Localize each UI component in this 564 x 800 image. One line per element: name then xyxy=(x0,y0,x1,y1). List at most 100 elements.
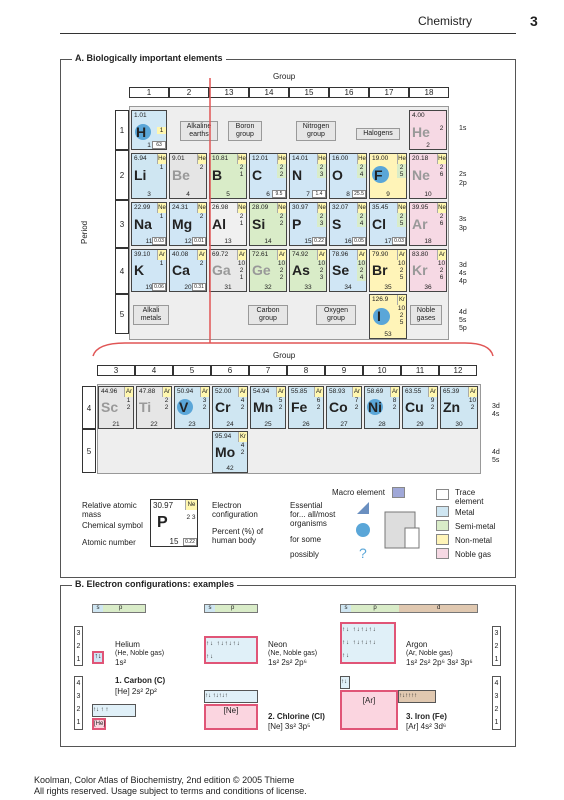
panel-b xyxy=(60,585,516,747)
iron-core: [Ar] xyxy=(340,690,398,730)
legend-metal: Metal xyxy=(455,508,475,517)
panel-b-title: B. Electron configurations: examples xyxy=(72,579,238,589)
iron-name: 3. Iron (Fe) xyxy=(406,712,447,721)
callout-boron-group: Boron group xyxy=(228,121,262,141)
iron-cfg: [Ar] 4s² 3d⁶ xyxy=(406,722,447,731)
period-number: 4 xyxy=(115,248,129,294)
key-element-box: 30.97 Ne P 2 3 15 0.22 xyxy=(150,499,198,547)
expansion-bracket xyxy=(92,78,494,357)
group-header: 15 xyxy=(289,87,329,98)
argon-orbitals: ↑↓ ↑↓↑↓↑↓↑↓ ↑↓↑↓↑↓↑↓ xyxy=(340,622,396,664)
argon-name: Argon xyxy=(406,640,428,649)
group-header: 7 xyxy=(249,365,287,376)
chlorine-name: 2. Chlorine (Cl) xyxy=(268,712,325,721)
legend-metal-swatch xyxy=(436,506,449,517)
group-header: 9 xyxy=(325,365,363,376)
header-rule xyxy=(60,33,516,34)
footer-line-2: All rights reserved. Usage subject to te… xyxy=(34,786,307,796)
group-header: 1 xyxy=(129,87,169,98)
legend-non-swatch xyxy=(436,534,449,545)
group-header: 3 xyxy=(97,365,135,376)
group-header: 8 xyxy=(287,365,325,376)
group-label-trans: Group xyxy=(273,351,296,360)
group-header: 17 xyxy=(369,87,409,98)
svg-text:?: ? xyxy=(359,545,367,561)
shell-label: 5p xyxy=(459,325,467,332)
shell-label: 4p xyxy=(459,278,467,285)
group-header: 14 xyxy=(249,87,289,98)
shell-label: 1s xyxy=(459,125,467,132)
key-label-config: Electron configuration xyxy=(212,501,258,519)
footer-line-1: Koolman, Color Atlas of Biochemistry, 2n… xyxy=(34,775,295,785)
group-header: 5 xyxy=(173,365,211,376)
group-header: 11 xyxy=(401,365,439,376)
shell-label: 4s xyxy=(459,270,467,277)
legend-trace-swatch xyxy=(436,489,449,500)
neon-cfg: 1s² 2s² 2p⁶ xyxy=(268,658,307,667)
shell-label: 2p xyxy=(459,180,467,187)
legend-noble-swatch xyxy=(436,548,449,559)
group-header: 4 xyxy=(135,365,173,376)
legend-semi: Semi-metal xyxy=(455,522,496,531)
trans-shell-label: 4d xyxy=(492,449,500,456)
helium-name: Helium xyxy=(115,640,140,649)
period-number: 4 xyxy=(82,386,96,429)
legend-trace: Trace element xyxy=(455,488,484,506)
legend-non: Non-metal xyxy=(455,536,492,545)
key-percent: 0.22 xyxy=(183,538,197,546)
group-header: 16 xyxy=(329,87,369,98)
group-header: 2 xyxy=(169,87,209,98)
callout-halogens: Halogens xyxy=(356,128,400,140)
period-number: 3 xyxy=(115,200,129,248)
shell-label: 4d xyxy=(459,309,467,316)
key-number: 15 xyxy=(169,537,179,546)
argon-sub: (Ar, Noble gas) xyxy=(406,650,453,657)
callout-noble-gases: Noble gases xyxy=(410,305,442,325)
group-header: 12 xyxy=(439,365,477,376)
shell-label: 2s xyxy=(459,171,467,178)
shell-label: 3s xyxy=(459,216,467,223)
group-label-main: Group xyxy=(273,72,296,81)
key-label-symbol: Chemical symbol xyxy=(82,521,143,530)
key-config: 2 3 xyxy=(186,514,196,521)
shell-label: 5s xyxy=(459,317,467,324)
key-label-percent: Percent (%) of human body xyxy=(212,527,264,545)
iron-3d-orbitals: ↑↓↑↑↑↑ xyxy=(398,690,436,703)
legend-some: for some xyxy=(290,535,322,544)
group-header: 6 xyxy=(211,365,249,376)
helium-orbital: ↑↓ xyxy=(92,651,104,664)
key-gas: Ne xyxy=(185,500,197,510)
neon-sub: (Ne, Noble gas) xyxy=(268,650,318,657)
argon-cfg: 1s² 2s² 2p⁶ 3s² 3p⁶ xyxy=(406,658,473,667)
callout-alkaline-earths: Alkaline earths xyxy=(180,121,218,141)
callout-nitrogen-group: Nitrogen group xyxy=(296,121,336,141)
